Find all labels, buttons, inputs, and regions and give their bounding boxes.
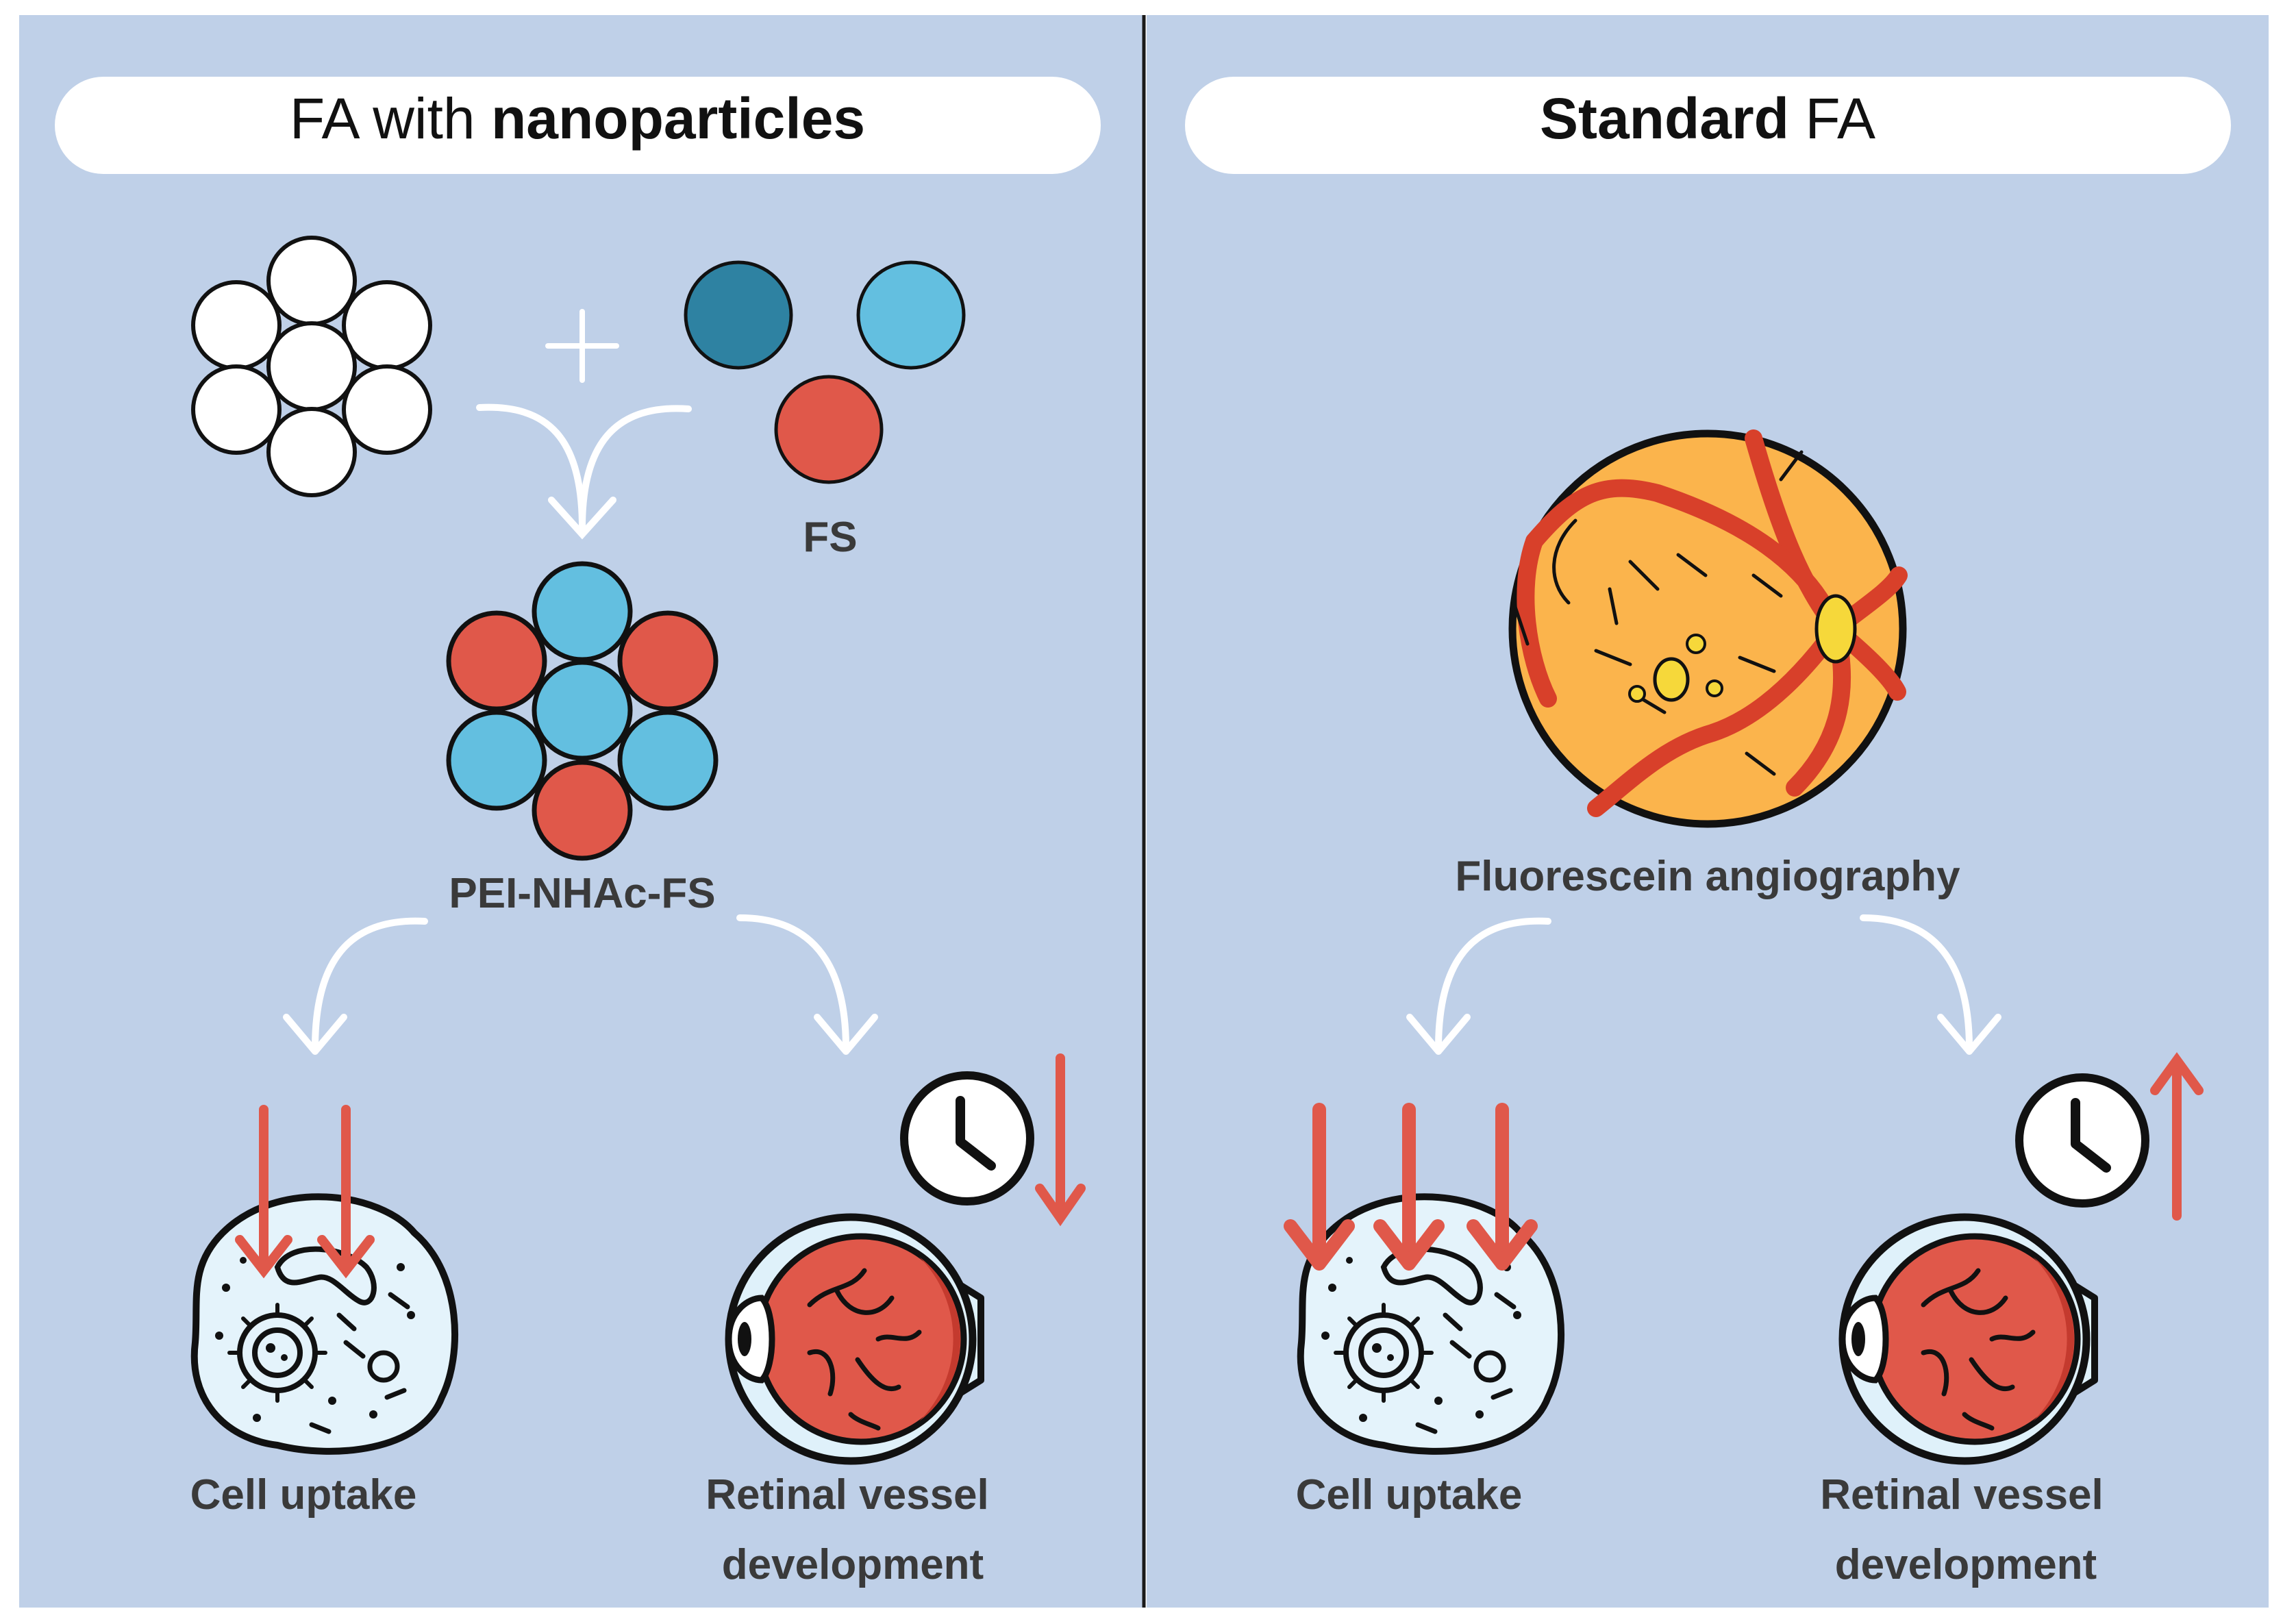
fluorescein-angiography-label: Fluorescein angiography: [1455, 853, 1960, 900]
left-cell-icon: [195, 1197, 455, 1451]
right-retina-label-line1: Retinal vessel: [1820, 1471, 2104, 1519]
left-retina-label-line2: development: [722, 1541, 984, 1588]
dye-sphere-dark-blue: [684, 260, 793, 370]
right-clock-icon: [2019, 1077, 2145, 1203]
left-retina-label-line1: Retinal vessel: [706, 1471, 989, 1519]
left-branch-arrow-left-icon: [283, 917, 428, 1055]
merge-arrow-icon: [476, 403, 692, 540]
dye-sphere-light-blue: [856, 260, 966, 370]
dye-sphere-red: [774, 375, 884, 484]
fundus-icon: [1508, 429, 1908, 828]
left-branch-arrow-right-icon: [736, 914, 878, 1055]
right-header-title: Standard FA: [1540, 86, 1875, 151]
right-header-pill: [1185, 77, 2231, 174]
fs-label: FS: [803, 514, 857, 561]
left-uptake-arrows: [235, 1105, 375, 1279]
left-clock-icon: [904, 1075, 1030, 1201]
right-retina-label-line2: development: [1835, 1541, 2097, 1588]
pei-nhac-fs-label: PEI-NHAc-FS: [449, 870, 715, 917]
right-cell-uptake-label: Cell uptake: [1296, 1471, 1523, 1519]
fs-dye-spheres: [684, 260, 966, 484]
left-header-title: FA with nanoparticles: [290, 86, 865, 151]
left-decrease-arrow: [1035, 1053, 1086, 1227]
pei-nhac-fs-complex-icon: [446, 561, 719, 861]
right-uptake-arrows: [1284, 1103, 1538, 1271]
left-cell-uptake-label: Cell uptake: [190, 1471, 417, 1519]
right-increase-arrow: [2150, 1052, 2204, 1221]
right-branch-arrow-right-icon: [1860, 914, 2001, 1055]
left-header-pill: [55, 77, 1101, 174]
pei-cluster-icon: [191, 236, 432, 497]
plus-icon: [545, 309, 619, 383]
right-branch-arrow-left-icon: [1406, 917, 1551, 1055]
